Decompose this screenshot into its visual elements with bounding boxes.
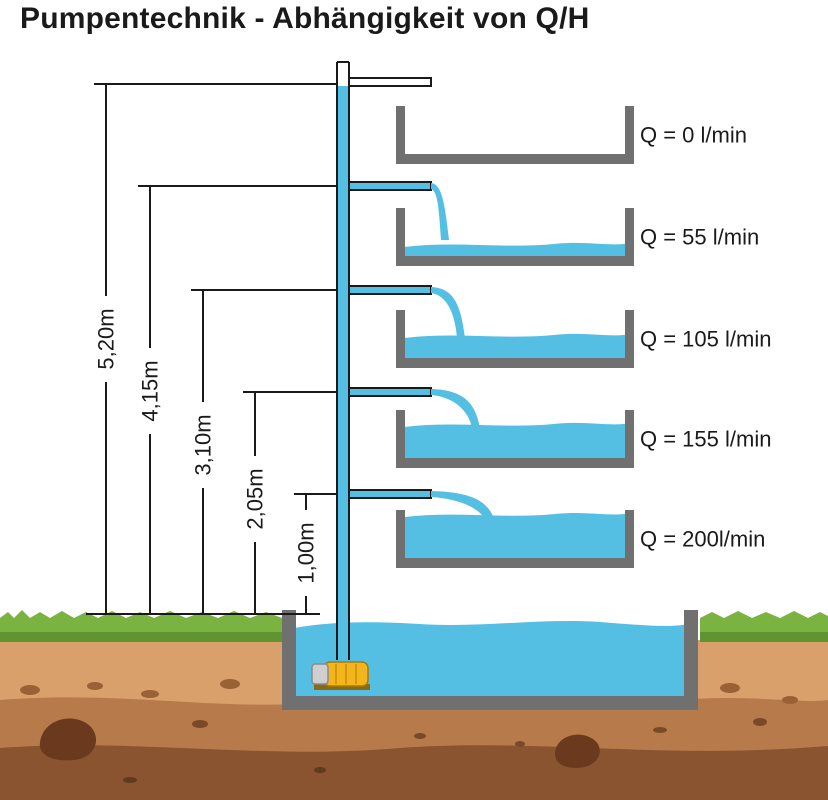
collection-tank: Q = 55 l/min	[396, 208, 759, 266]
tank-floor	[396, 358, 634, 368]
collection-tank: Q = 200l/min	[396, 510, 765, 568]
outlet-pipe-body	[348, 181, 432, 191]
tank-wall-left	[396, 106, 405, 164]
pebble	[753, 718, 767, 726]
reservoir-water	[294, 621, 688, 700]
tank-wall-left	[396, 310, 405, 368]
pebble	[141, 690, 159, 698]
reservoir-wall-right	[684, 610, 698, 710]
reservoir	[282, 610, 698, 710]
height-dimension: 5,20m	[93, 83, 337, 614]
height-dimension: 1,00m	[293, 493, 337, 614]
height-dimension: 2,05m	[242, 391, 337, 614]
tank-wall-right	[625, 410, 634, 468]
height-dimensions: 5,20m 4,15m 3,10m 2,05m 1,00m	[86, 83, 337, 615]
tank-wall-left	[396, 510, 405, 568]
tank-floor	[396, 154, 634, 164]
height-label: 3,10m	[191, 414, 216, 475]
tank-floor	[396, 256, 634, 266]
pebble	[414, 733, 426, 739]
outlet-pipe-body	[348, 387, 432, 397]
pipe	[336, 61, 350, 660]
tank-water	[405, 513, 625, 558]
tank-wall-left	[396, 208, 405, 266]
water-stream	[431, 183, 449, 240]
tank-floor	[396, 458, 634, 468]
pipe-water	[337, 86, 349, 660]
outlet-pipe	[348, 285, 465, 338]
collection-tank: Q = 105 l/min	[396, 310, 771, 368]
pebble	[87, 682, 103, 690]
grass-left-shade	[0, 632, 284, 642]
pebble	[192, 720, 208, 728]
pump-feet	[314, 684, 370, 690]
reservoir-floor	[282, 696, 698, 710]
dimension-label-bg	[137, 348, 163, 434]
height-dimension: 3,10m	[190, 289, 337, 614]
height-dimension: 4,15m	[137, 185, 337, 614]
flow-label: Q = 200l/min	[640, 527, 765, 552]
flow-label: Q = 55 l/min	[640, 225, 759, 250]
rock	[554, 734, 600, 768]
outlet-pipe	[348, 181, 449, 240]
outlet-top	[348, 77, 432, 87]
rock	[39, 718, 97, 761]
pebble	[515, 741, 525, 747]
tank-wall-right	[625, 106, 634, 164]
height-label: 5,20m	[94, 308, 119, 369]
pebble	[653, 727, 667, 733]
outlet-pipe-body	[348, 285, 432, 295]
pump	[311, 661, 370, 690]
pump-head	[311, 663, 329, 685]
tank-wall-right	[625, 310, 634, 368]
reservoir-wall-left	[282, 610, 296, 710]
tank-water	[405, 242, 625, 256]
height-label: 2,05m	[243, 468, 268, 529]
tank-floor	[396, 558, 634, 568]
height-label: 1,00m	[294, 522, 319, 583]
dimension-label-bg	[93, 296, 119, 382]
pebble	[720, 683, 740, 693]
page-title: Pumpentechnik - Abhängigkeit von Q/H	[20, 2, 590, 35]
flow-label: Q = 105 l/min	[640, 327, 771, 352]
height-label: 4,15m	[138, 360, 163, 421]
grass-right-shade	[700, 632, 828, 642]
tank-wall-right	[625, 510, 634, 568]
collection-tank: Q = 155 l/min	[396, 410, 771, 468]
pebble	[220, 679, 240, 689]
water-stream	[431, 287, 465, 338]
collection-tanks: Q = 0 l/min Q = 55 l/min Q = 105 l/min Q = …	[396, 106, 771, 568]
dimension-label-bg	[242, 456, 268, 542]
dimension-label-bg	[190, 402, 216, 488]
tank-wall-right	[625, 208, 634, 266]
outlet-pipe-body	[348, 489, 432, 499]
pebble	[20, 685, 40, 695]
dimension-label-bg	[293, 510, 319, 596]
flow-label: Q = 155 l/min	[640, 427, 771, 452]
flow-label: Q = 0 l/min	[640, 123, 747, 148]
soil-band-dark	[0, 745, 828, 800]
pebble	[314, 767, 326, 773]
tank-water	[405, 422, 625, 458]
pebble	[782, 696, 798, 704]
tank-water	[405, 333, 625, 358]
tank-wall-left	[396, 410, 405, 468]
pebble	[123, 777, 137, 783]
collection-tank: Q = 0 l/min	[396, 106, 747, 164]
